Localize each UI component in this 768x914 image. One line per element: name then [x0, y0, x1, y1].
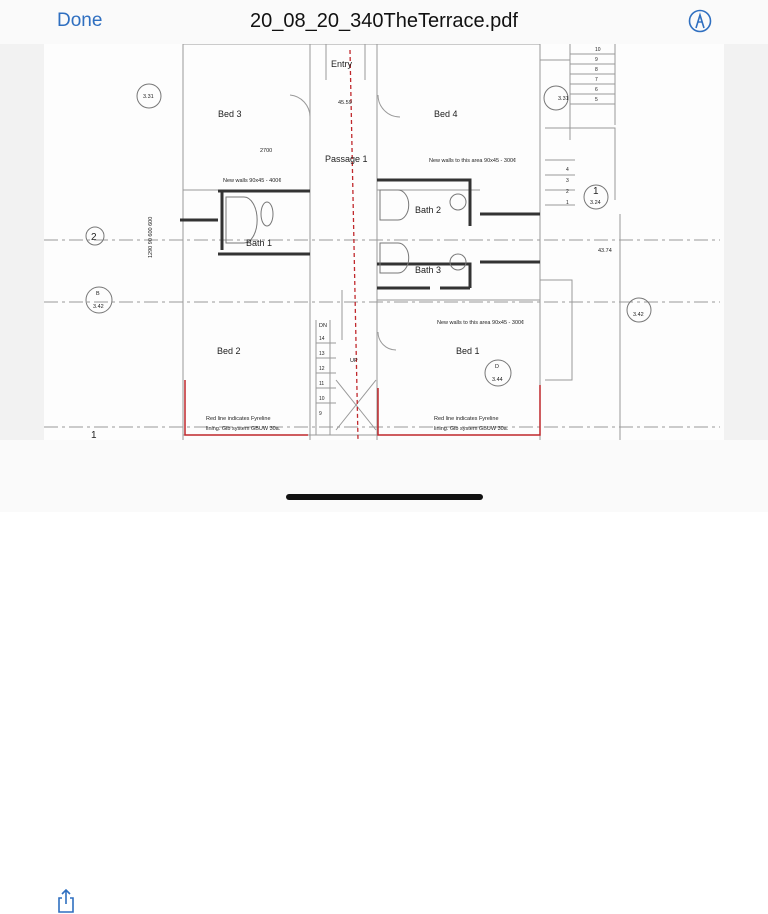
room-label-bath3: Bath 3 [415, 265, 441, 275]
stair-step-number: 10 [595, 47, 601, 53]
room-label-bed3: Bed 3 [218, 109, 242, 119]
home-indicator[interactable] [286, 494, 483, 500]
marker-3-44: 3.44 [492, 377, 503, 383]
room-label-passage: Passage 1 [325, 154, 368, 164]
share-icon[interactable] [56, 888, 76, 914]
room-label-bath2: Bath 2 [415, 205, 441, 215]
note-fyreline-right-1: Red line indicates Fyreline [434, 416, 499, 422]
stair-step-number: 8 [595, 67, 598, 73]
marker-3-42-left: 3.42 [93, 304, 104, 310]
stair-step-number: 2 [566, 189, 569, 195]
stair-step-number: 3 [566, 178, 569, 184]
marker-3-31-right: 3.31 [558, 96, 569, 102]
note-walls-300-bottom: New walls to this area 90x45 - 300¢ [437, 320, 524, 326]
stair-step-number: 9 [319, 411, 322, 417]
document-title: 20_08_20_340TheTerrace.pdf [250, 10, 518, 32]
pdf-viewer[interactable]: Bed 3 Bed 4 Bed 2 Bed 1 Passage 1 Entry … [0, 44, 768, 440]
markup-pen-icon[interactable] [688, 9, 712, 33]
floor-plan: Bed 3 Bed 4 Bed 2 Bed 1 Passage 1 Entry … [44, 44, 720, 440]
note-fyreline-right-2: lining. Gib system GBUW 30a. [434, 426, 509, 432]
done-button[interactable]: Done [57, 10, 103, 31]
dim-2700: 2700 [260, 148, 272, 154]
grid-label-1-right: 1 [593, 186, 599, 197]
room-label-bed2: Bed 2 [217, 346, 241, 356]
room-label-entry: Entry [331, 59, 353, 69]
navigation-bar: Done 20_08_20_340TheTerrace.pdf [0, 0, 768, 44]
stair-step-number: 4 [566, 167, 569, 173]
room-label-bed4: Bed 4 [434, 109, 458, 119]
marker-d: D [495, 364, 499, 370]
note-walls-400: New walls 90x45 - 400¢ [223, 178, 281, 184]
stair-step-number: 14 [319, 336, 325, 342]
marker-3-42-right: 3.42 [633, 312, 644, 318]
room-label-bed1: Bed 1 [456, 346, 480, 356]
dim-45-59: 45.59 [338, 100, 352, 106]
marker-3-31-left: 3.31 [143, 94, 154, 100]
stair-step-number: 11 [319, 381, 324, 387]
pdf-page: Bed 3 Bed 4 Bed 2 Bed 1 Passage 1 Entry … [44, 44, 724, 440]
bottom-toolbar [0, 440, 768, 913]
stair-step-number: 13 [319, 351, 325, 357]
note-fyreline-left-2: lining. Gib system GBUW 30a. [206, 426, 281, 432]
grid-label-2: 2 [91, 232, 97, 243]
marker-b: B [96, 291, 100, 297]
stair-step-number: 7 [595, 77, 598, 83]
stair-step-number: 5 [595, 97, 598, 103]
stair-step-number: 9 [595, 57, 598, 63]
stair-step-number: 6 [595, 87, 598, 93]
stair-up-label: UP [350, 358, 358, 364]
room-label-bath1: Bath 1 [246, 238, 272, 248]
note-walls-300-top: New walls to this area 90x45 - 300¢ [429, 158, 516, 164]
stair-step-number: 12 [319, 366, 325, 372]
stair-dn-label: DN [319, 323, 327, 329]
dim-43-74: 43.74 [598, 248, 612, 254]
note-fyreline-left-1: Red line indicates Fyreline [206, 416, 271, 422]
grid-label-1: 1 [91, 430, 97, 440]
stair-step-number: 10 [319, 396, 325, 402]
dim-vertical: 1290 90 600 600 [148, 217, 154, 258]
marker-3-24: 3.24 [590, 200, 601, 206]
stair-step-number: 1 [566, 200, 569, 206]
